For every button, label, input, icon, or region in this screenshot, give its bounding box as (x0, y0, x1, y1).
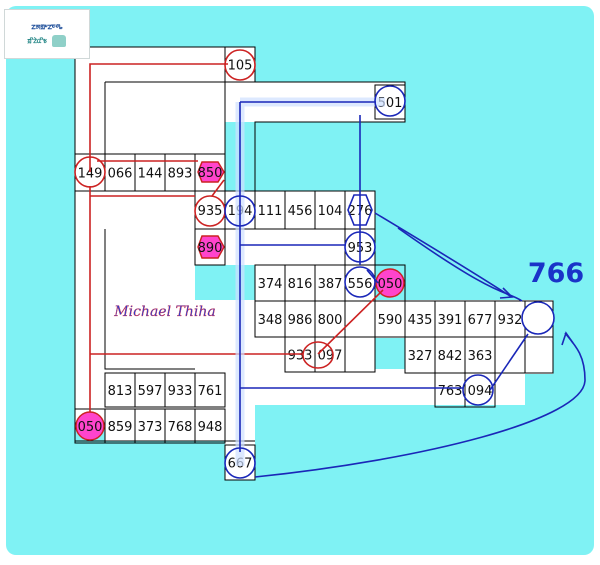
cell-number: 893 (168, 167, 193, 182)
blue-curve-276-766 (374, 212, 511, 297)
cell-number: 768 (168, 420, 193, 435)
cell-number: 948 (198, 420, 223, 435)
blue-curve-953-766 (397, 227, 523, 302)
blue-ring-556 (344, 266, 376, 298)
logo-text-bottom: ᤀᤡᤁᤧᤂᤡᤃ (27, 36, 47, 45)
logo-text-top: ᤁᤈᤀᤸᤁᤰᤛᤱ (31, 22, 63, 32)
cake-icon (52, 34, 67, 47)
magenta-850 (197, 161, 225, 183)
cell-number: 800 (318, 313, 343, 328)
cell-number: 597 (138, 384, 163, 399)
blue-ring-result (521, 301, 555, 335)
blue-path-094-766 (489, 333, 529, 391)
cell-number: 986 (288, 313, 313, 328)
magenta-050-bottom-text: 050 (78, 420, 103, 435)
cell-number: 104 (318, 204, 343, 219)
blue-ring-194 (224, 195, 256, 227)
blue-curve-667-766 (254, 332, 586, 478)
blue-ring-501 (374, 85, 406, 117)
arrowhead-276 (499, 287, 514, 299)
hex-number-1: 890 (198, 241, 223, 256)
cell-row-763-1 (464, 372, 496, 408)
red-path-850-935 (211, 179, 225, 197)
cell-number: 677 (468, 313, 493, 328)
blue-hex-276 (347, 194, 373, 226)
cell-number: 813 (108, 384, 133, 399)
cell-number: 935 (198, 204, 223, 219)
cell-number: 327 (408, 349, 433, 364)
board-block-13 (405, 338, 553, 374)
cell-row-890-0 (194, 228, 226, 266)
red-ring-097 (302, 341, 334, 369)
red-path-097-050 (317, 289, 384, 355)
cell-number: 348 (258, 313, 283, 328)
red-ring-149 (74, 156, 106, 188)
blue-ring-953 (344, 231, 376, 263)
cell-number: 373 (138, 420, 163, 435)
cell-row-859-4 (194, 408, 226, 444)
brand-logo: ᤁᤈᤀᤸᤁᤰᤛᤱ ᤀᤡᤁᤧᤂᤡᤃ (4, 9, 90, 59)
cell-row-813-3 (194, 372, 226, 408)
red-ring-105 (224, 49, 256, 81)
board-block-8 (75, 229, 195, 369)
cell-number: 859 (108, 420, 133, 435)
cell-row-933-end-0 (344, 336, 376, 373)
cell-number: 933 (288, 349, 313, 364)
inner-outline-lower (104, 229, 195, 370)
cell-number: 391 (438, 313, 463, 328)
board-block-3 (105, 82, 225, 154)
cell-number: 094 (468, 384, 493, 399)
watermark-text: Michael Thiha (113, 304, 215, 320)
blue-path-556 (366, 269, 379, 284)
cell-number: 435 (408, 313, 433, 328)
cell-number: 556 (348, 277, 373, 292)
cell-number: 387 (318, 277, 343, 292)
magenta-890 (197, 235, 225, 259)
cell-number: 066 (108, 167, 133, 182)
arrowhead-667 (561, 331, 574, 346)
blue-ring-094 (462, 374, 494, 406)
cell-row-327-end2-0 (524, 336, 554, 374)
magenta-050-top-text: 050 (378, 277, 403, 292)
cell-number: 816 (288, 277, 313, 292)
red-path-105-149 (89, 63, 228, 172)
cell-number: 456 (288, 204, 313, 219)
cell-number: 932 (498, 313, 523, 328)
cell-number: 842 (438, 349, 463, 364)
cell-number: 097 (318, 349, 343, 364)
cell-number: 761 (198, 384, 223, 399)
cell-number: 144 (138, 167, 163, 182)
cell-number: 363 (468, 349, 493, 364)
cell-number: 149 (78, 167, 103, 182)
cell-number: 763 (438, 384, 463, 399)
cell-number: 374 (258, 277, 283, 292)
blue-ring-667 (224, 447, 256, 479)
cell-number: 111 (258, 204, 283, 219)
cell-number: 590 (378, 313, 403, 328)
hex-number-0: 850 (198, 166, 223, 181)
result-number: 766 (528, 258, 584, 289)
cell-number: 105 (228, 59, 253, 74)
cell-number: 933 (168, 384, 193, 399)
